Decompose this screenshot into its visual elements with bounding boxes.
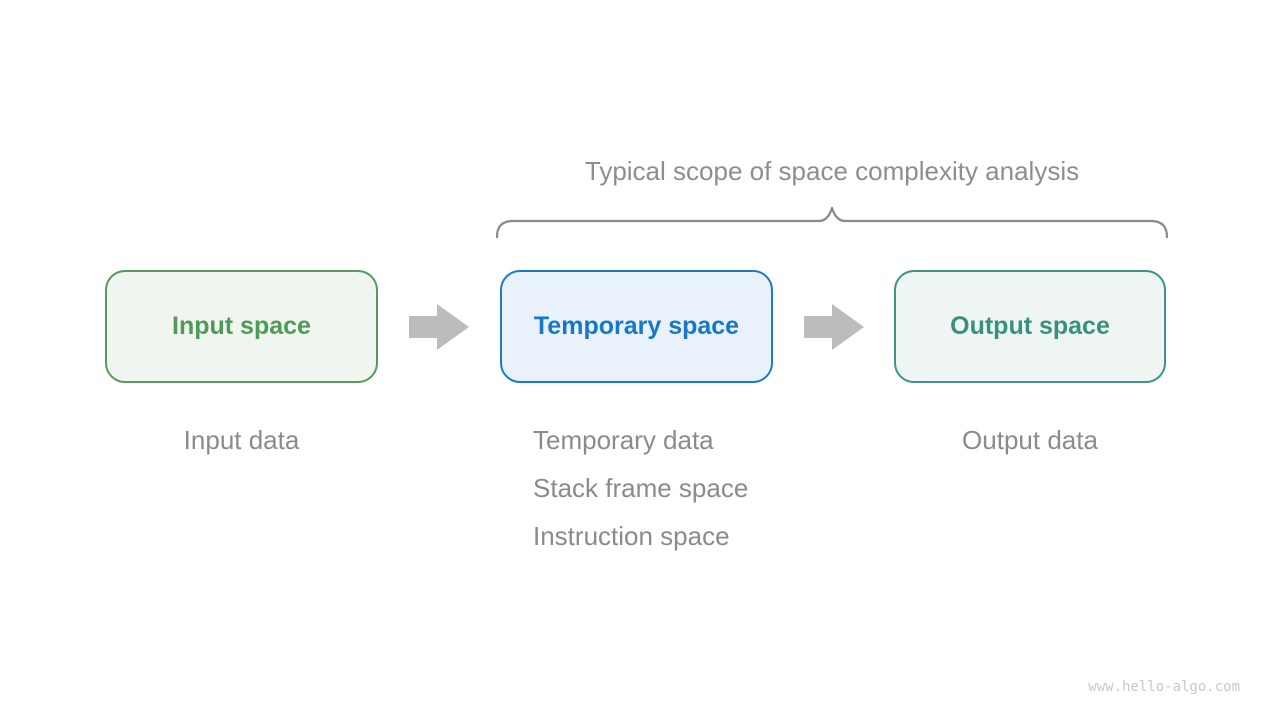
instruction-space-caption: Instruction space: [533, 521, 730, 551]
scope-brace-icon: [495, 206, 1169, 239]
right-arrow-icon: [409, 304, 469, 350]
input-space-label: Input space: [172, 312, 311, 340]
temporary-data-caption: Temporary data: [533, 425, 714, 455]
brace-path: [495, 206, 1169, 239]
temporary-space-captions: Temporary data Stack frame space Instruc…: [533, 416, 748, 560]
output-space-label: Output space: [950, 312, 1110, 340]
diagram-title: Typical scope of space complexity analys…: [584, 156, 1080, 186]
temporary-space-box: Temporary space: [500, 270, 773, 383]
input-data-caption: Input data: [183, 425, 300, 455]
output-space-box: Output space: [894, 270, 1166, 383]
stack-frame-space-caption: Stack frame space: [533, 473, 749, 503]
arrow-shape: [409, 304, 469, 350]
watermark: www.hello-algo.com: [1088, 679, 1240, 695]
input-space-box: Input space: [105, 270, 378, 383]
right-arrow-icon: [804, 304, 864, 350]
output-data-caption: Output data: [962, 425, 1098, 455]
arrow-shape: [804, 304, 864, 350]
temporary-space-label: Temporary space: [533, 312, 740, 340]
